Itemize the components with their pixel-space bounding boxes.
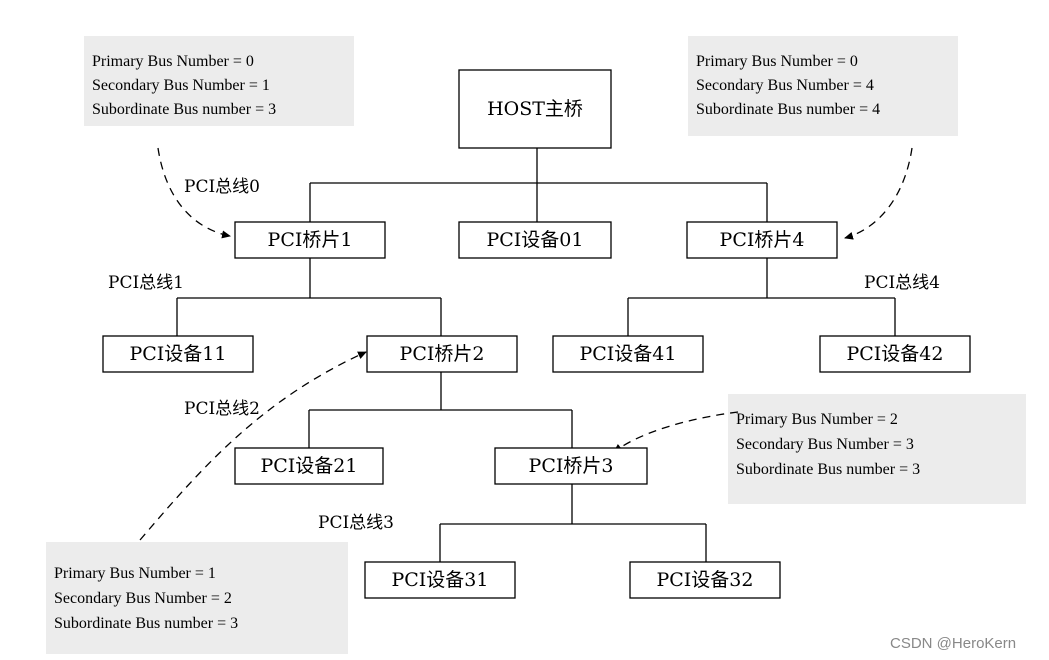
node-label: PCI桥片4	[720, 229, 805, 251]
node-device42: PCI设备42	[819, 335, 971, 373]
node-label: HOST主桥	[487, 98, 583, 120]
callout-arrows	[139, 147, 913, 541]
node-device21: PCI设备21	[234, 447, 384, 485]
info-line: Subordinate Bus number = 3	[54, 615, 238, 632]
node-label: PCI设备11	[129, 343, 226, 365]
info-box-bridge1: Primary Bus Number = 0 Secondary Bus Num…	[84, 36, 354, 126]
dashed-arrow	[139, 351, 367, 541]
node-host: HOST主桥	[458, 69, 612, 149]
bus-label-2: PCI总线2	[184, 399, 260, 419]
node-bridge3: PCI桥片3	[494, 447, 648, 485]
node-label: PCI桥片2	[400, 343, 485, 365]
node-label: PCI设备21	[260, 455, 357, 477]
node-device32: PCI设备32	[629, 561, 781, 599]
node-label: PCI设备01	[486, 229, 583, 251]
watermark: CSDN @HeroKern	[890, 635, 1016, 652]
dashed-arrow	[613, 411, 739, 453]
node-bridge2: PCI桥片2	[366, 335, 518, 373]
node-bridge1: PCI桥片1	[234, 221, 386, 259]
bus-label-0: PCI总线0	[184, 177, 260, 197]
bus-label-3: PCI总线3	[318, 513, 394, 533]
info-line: Secondary Bus Number = 3	[736, 436, 914, 453]
node-label: PCI桥片3	[529, 455, 614, 477]
node-label: PCI设备41	[579, 343, 676, 365]
info-line: Primary Bus Number = 2	[736, 411, 898, 428]
dashed-arrow	[844, 147, 913, 240]
node-device31: PCI设备31	[364, 561, 516, 599]
info-line: Primary Bus Number = 0	[92, 53, 254, 70]
info-line: Subordinate Bus number = 3	[92, 101, 276, 118]
info-box-bridge2: Primary Bus Number = 1 Secondary Bus Num…	[46, 542, 348, 654]
info-line: Secondary Bus Number = 2	[54, 590, 232, 607]
bus-label-1: PCI总线1	[108, 273, 184, 293]
node-label: PCI桥片1	[268, 229, 353, 251]
node-label: PCI设备31	[391, 569, 488, 591]
node-device01: PCI设备01	[458, 221, 612, 259]
node-device11: PCI设备11	[102, 335, 254, 373]
info-line: Primary Bus Number = 1	[54, 565, 216, 582]
node-device41: PCI设备41	[552, 335, 704, 373]
info-line: Secondary Bus Number = 4	[696, 77, 874, 94]
bus-wires	[176, 148, 896, 562]
node-label: PCI设备32	[656, 569, 753, 591]
node-label: PCI设备42	[846, 343, 943, 365]
node-bridge4: PCI桥片4	[686, 221, 838, 259]
info-line: Subordinate Bus number = 3	[736, 461, 920, 478]
dashed-arrow	[157, 147, 231, 239]
bus-label-4: PCI总线4	[864, 273, 940, 293]
info-line: Primary Bus Number = 0	[696, 53, 858, 70]
info-line: Secondary Bus Number = 1	[92, 77, 270, 94]
info-box-bridge4: Primary Bus Number = 0 Secondary Bus Num…	[688, 36, 958, 136]
info-box-bridge3: Primary Bus Number = 2 Secondary Bus Num…	[728, 394, 1026, 504]
info-line: Subordinate Bus number = 4	[696, 101, 880, 118]
